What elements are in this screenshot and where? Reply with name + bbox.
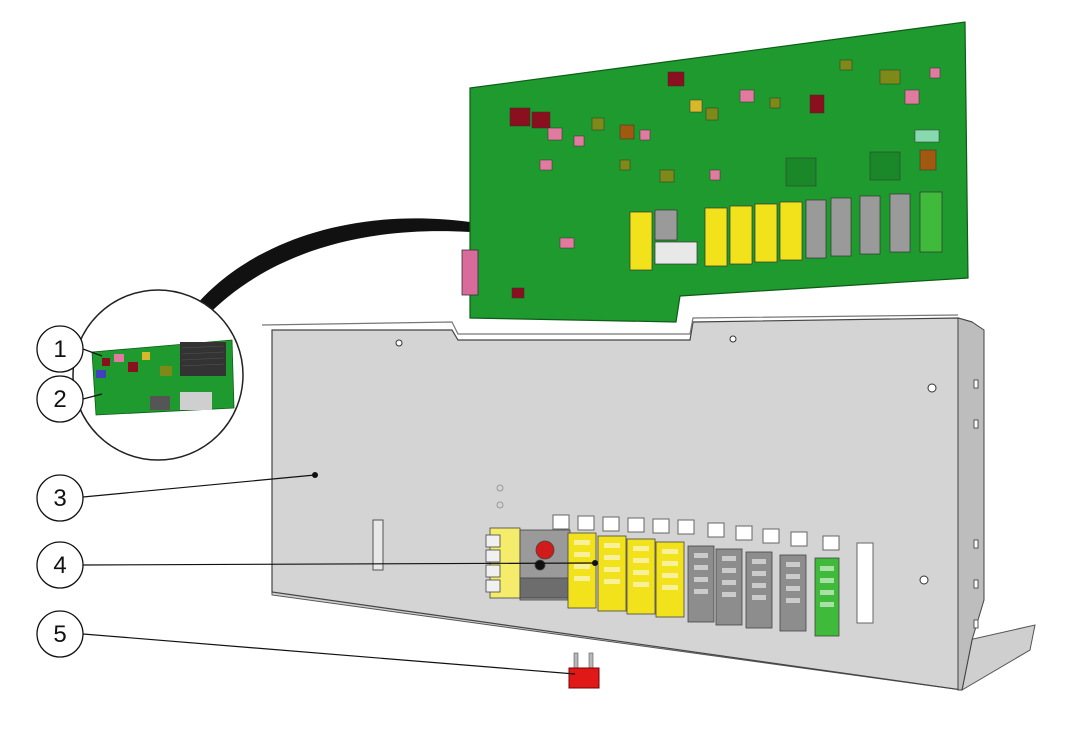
callout-4-label: 4 [53, 552, 66, 579]
red-jumper [568, 652, 600, 689]
mounting-hole [927, 383, 937, 393]
standoff-clip [372, 519, 384, 571]
callout-2: 2 [36, 375, 84, 423]
callout-1-label: 1 [53, 336, 66, 363]
mounting-hole [919, 575, 929, 585]
enclosure-backplate [261, 314, 1036, 691]
callout-5: 5 [36, 610, 84, 658]
mounting-hole [395, 339, 403, 347]
back-plate [271, 317, 973, 691]
side-return [957, 317, 985, 691]
callout-leaders [82, 348, 596, 675]
mounting-hole [729, 335, 737, 343]
terminal-block-row [485, 527, 840, 637]
main-pcb [192, 21, 969, 323]
detail-pcb [91, 339, 235, 416]
mounting-hole [496, 484, 504, 492]
detail-magnifier [72, 289, 244, 461]
callout-3: 3 [36, 474, 84, 522]
callout-4: 4 [36, 541, 84, 589]
callout-2-label: 2 [53, 386, 66, 413]
callout-5-label: 5 [53, 621, 66, 648]
detail-leader-band [192, 218, 470, 318]
callout-3-label: 3 [53, 485, 66, 512]
mounting-hole [496, 501, 504, 509]
callout-1: 1 [36, 325, 84, 373]
knockout-slots [552, 514, 874, 624]
